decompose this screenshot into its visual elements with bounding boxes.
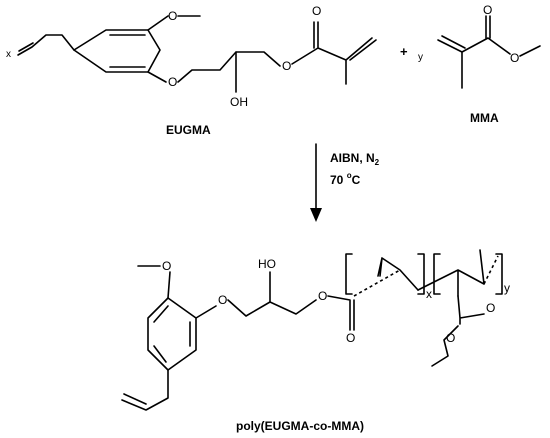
plus-sign: + (400, 44, 408, 59)
product-benzene-ring (147, 297, 197, 371)
eugma-structure: x O O OH O O EUGMA (6, 4, 377, 137)
product-mma-ester-oxygen: O (446, 331, 455, 345)
mma-carbonyl-oxygen: O (483, 3, 492, 17)
eugma-methoxy-bond (147, 15, 169, 31)
mma-ester-oxygen: O (510, 51, 519, 65)
product-ester-carbonyl (327, 295, 355, 331)
product-backbone-dashed-right (483, 255, 499, 285)
product-aryl-ether-bond (195, 305, 217, 319)
product-methoxy-oxygen: O (162, 259, 171, 273)
eugma-methoxy-oxygen: O (168, 9, 177, 23)
eugma-allyl-chain (17, 34, 75, 56)
product-hydroxyl: HO (258, 257, 276, 271)
arrow-head (310, 208, 322, 222)
eugma-methacrylate (291, 21, 377, 85)
product-ether-oxygen: O (218, 293, 227, 307)
product-mma-carbonyl-oxygen: O (486, 301, 495, 315)
product-backbone-dashed-left (353, 269, 401, 297)
product-carbonyl-oxygen: O (346, 331, 355, 345)
eugma-hydroxyl: OH (230, 95, 248, 109)
eugma-aryl-ether-bond (147, 71, 167, 83)
eugma-carbonyl-oxygen: O (312, 4, 321, 18)
product-ester-oxygen: O (318, 289, 327, 303)
product-methoxy-bond (167, 271, 171, 299)
product-label: poly(EUGMA-co-MMA) (236, 419, 364, 433)
mma-methyl (519, 45, 541, 57)
product-repeat-unit-x (345, 253, 425, 295)
product-glycerol-chain (227, 299, 317, 317)
eugma-ester-oxygen: O (282, 59, 291, 73)
mma-carbonyl (485, 15, 491, 39)
mma-vinyl-double-bond (437, 35, 466, 53)
product-repeat-y: y (504, 281, 510, 295)
condition-initiator: AIBN, N2 (330, 151, 380, 167)
product-repeat-x: x (426, 287, 432, 301)
mma-coefficient: y (418, 52, 423, 63)
product-structure: O O HO O O x y O O poly(EUGMA-co-MMA) (121, 249, 510, 433)
eugma-glycerol-chain (177, 51, 281, 83)
product-repeat-unit-y (417, 249, 503, 297)
eugma-label: EUGMA (166, 123, 211, 137)
condition-temperature: 70 oC (330, 171, 361, 187)
mma-structure: y O O MMA (418, 3, 541, 125)
product-allyl-chain (121, 369, 169, 411)
mma-backbone (461, 37, 511, 89)
product-mma-ester (431, 295, 485, 367)
eugma-benzene-ring (73, 29, 161, 73)
eugma-coefficient: x (6, 49, 11, 60)
mma-label: MMA (470, 111, 499, 125)
reaction-arrow (310, 143, 322, 222)
eugma-ether-oxygen: O (168, 75, 177, 89)
